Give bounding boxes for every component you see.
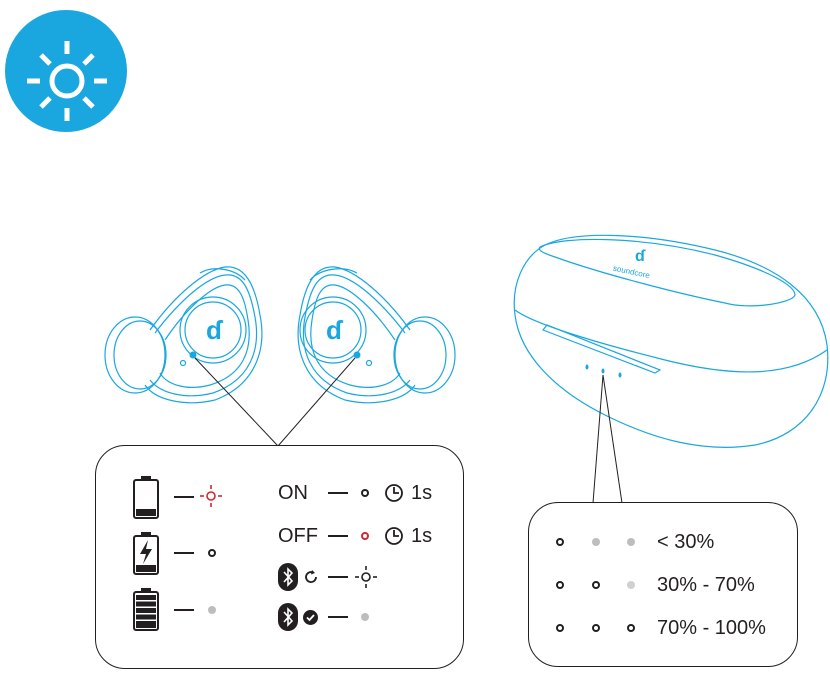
flashing-white-icon — [354, 565, 378, 589]
battery-charging-icon — [132, 531, 160, 576]
solid-white-light-icon — [208, 549, 216, 557]
led-off-icon — [627, 538, 635, 546]
battery-full-icon — [132, 587, 160, 632]
clock-icon — [384, 526, 404, 546]
svg-text:ɗ: ɗ — [326, 315, 344, 345]
status-on-label: ON — [278, 482, 308, 504]
flashing-red-icon — [199, 484, 223, 508]
led-on-icon — [556, 538, 564, 546]
range-label: 30% - 70% — [657, 574, 755, 596]
case-battery-legend: < 30% 30% - 70% 70% - 100% — [528, 502, 798, 667]
light-off-icon — [361, 613, 369, 621]
status-off-label: OFF — [278, 525, 318, 547]
led-on-icon — [592, 624, 600, 632]
range-label: < 30% — [657, 531, 715, 553]
brand-text: soundcore — [612, 264, 651, 281]
earbuds-pair: ɗ ɗ — [95, 255, 465, 455]
connected-check-icon — [303, 610, 318, 625]
soundcore-logo-icon: ɗ — [206, 315, 224, 345]
range-label: 70% - 100% — [657, 617, 766, 639]
led-on-icon — [627, 624, 635, 632]
duration-label: 1s — [411, 525, 433, 547]
case-led-indicators — [585, 364, 622, 378]
bluetooth-icon — [278, 603, 298, 631]
led-off-icon — [592, 538, 600, 546]
sun-brightness-icon — [5, 10, 127, 132]
red-light-icon — [361, 532, 369, 540]
led-on-icon — [592, 581, 600, 589]
bluetooth-icon — [278, 563, 298, 591]
duration-label: 1s — [411, 482, 433, 504]
pairing-refresh-icon — [303, 569, 319, 585]
clock-icon — [384, 483, 404, 503]
svg-text:ɗ: ɗ — [635, 248, 646, 265]
led-on-icon — [556, 624, 564, 632]
battery-low-icon — [132, 475, 160, 520]
led-off-icon — [627, 581, 635, 589]
earbud-led-legend: ON 1s OFF 1s — [95, 445, 464, 669]
white-light-icon — [361, 489, 369, 497]
charging-case: soundcore ɗ — [505, 225, 830, 505]
led-on-icon — [556, 581, 564, 589]
light-off-icon — [208, 606, 216, 614]
